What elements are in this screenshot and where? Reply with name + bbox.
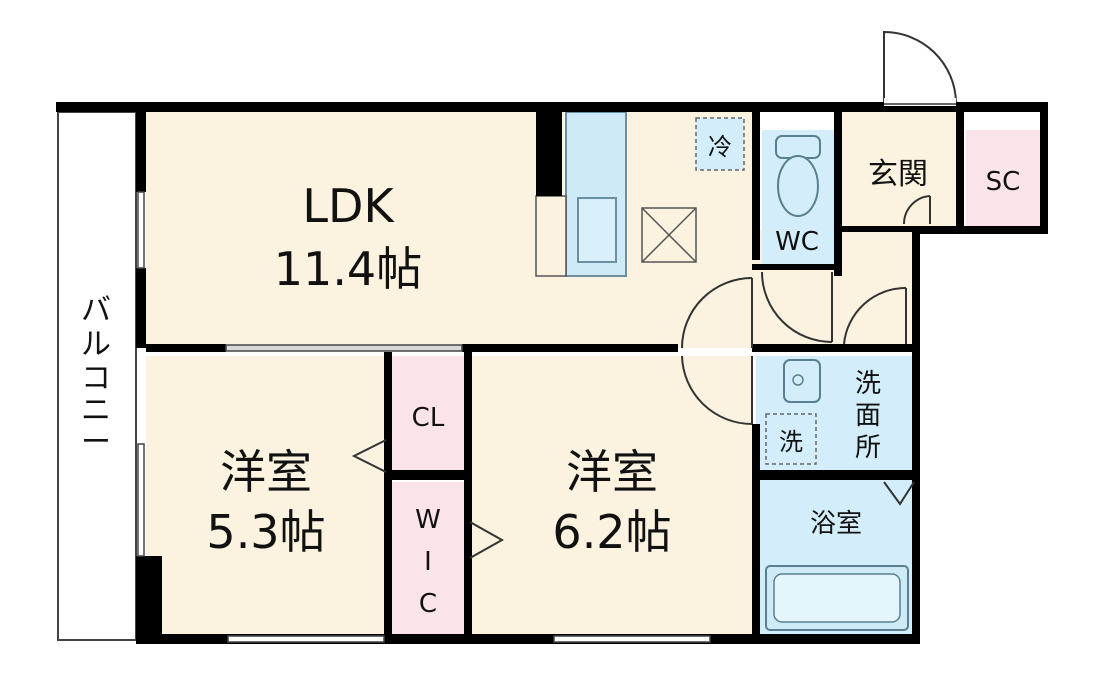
ldk-name: LDK (302, 179, 395, 233)
western-room-2-floor (472, 356, 752, 634)
balcony-label-1: バ (81, 293, 111, 328)
washroom-label-1: 洗 (855, 369, 881, 399)
washer-space (765, 413, 817, 465)
bath-label: 浴室 (810, 509, 862, 539)
fridge-label: 冷 (708, 133, 732, 161)
washbasin-icon (783, 359, 821, 403)
closet-floor (392, 356, 464, 470)
entrance-label: 玄関 (868, 157, 928, 192)
wic-label-w: W (415, 505, 441, 535)
wc-label: WC (775, 227, 819, 257)
fridge-space (695, 117, 745, 171)
entrance-floor (840, 112, 960, 230)
balcony-label-2: ル (81, 327, 111, 362)
shoe-closet-label: SC (986, 167, 1021, 197)
western-room-2-size: 6.2帖 (552, 505, 671, 559)
windows (137, 191, 711, 643)
western-room-1-floor (146, 356, 384, 634)
western-room-1-size: 5.3帖 (206, 505, 325, 559)
washroom-label-3: 所 (855, 433, 881, 463)
wic-label-i: I (424, 547, 432, 577)
wic-label-c: C (419, 589, 437, 619)
kitchen-sink (577, 197, 617, 263)
closet-label: CL (412, 403, 445, 433)
washer-label: 洗 (779, 428, 803, 456)
toilet-tank-icon (775, 135, 821, 159)
ldk-floor (146, 112, 756, 348)
balcony-label-3: コ (81, 361, 111, 396)
toilet-bowl-icon (777, 155, 819, 217)
balcony-label-5: ー (81, 425, 111, 460)
door-swings (351, 195, 931, 559)
wic-floor (392, 482, 464, 634)
balcony-area (57, 111, 137, 641)
western-room-1-name: 洋室 (220, 445, 312, 499)
western-room-2-name: 洋室 (566, 445, 658, 499)
shoe-closet-floor (966, 130, 1040, 226)
entrance-door (883, 30, 957, 103)
kitchen-wall-block (536, 112, 562, 196)
balcony-label-4: ニ (81, 393, 111, 428)
storage-box-icon (641, 207, 697, 263)
washroom-label-2: 面 (855, 401, 881, 431)
ldk-size: 11.4帖 (274, 242, 422, 296)
kitchen-side-counter (535, 195, 567, 277)
walls (56, 102, 1048, 644)
